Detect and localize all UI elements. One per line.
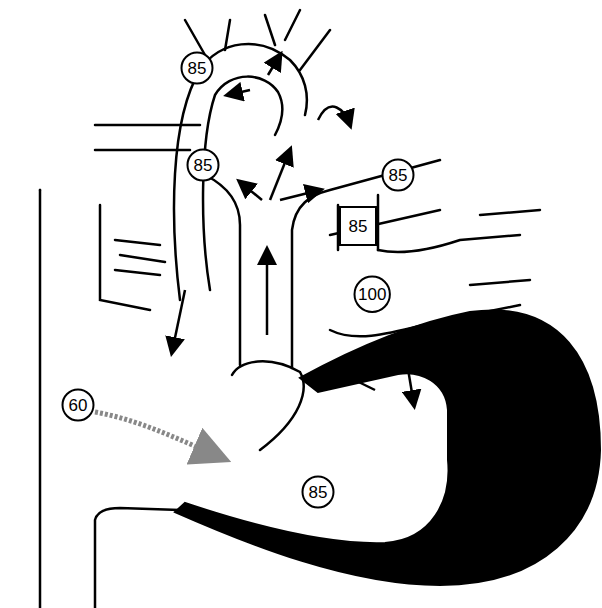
saturation-value: 85 [188,60,207,77]
mixing-arrow [95,412,222,458]
vessel-line [470,210,540,285]
flow-arrow [270,150,290,200]
flow-arrow [280,190,320,200]
flow-arrow [172,290,185,352]
value-circle: 85 [301,475,335,509]
vena-cava-wall [95,508,180,608]
saturation-value: 85 [389,167,408,184]
flow-arrow [240,182,262,200]
vessel-wall [378,235,520,252]
saturation-value: 85 [349,218,368,235]
value-circle: 100 [353,275,391,313]
vessel-wall [205,175,240,365]
flow-arrow [228,90,250,95]
flow-arrow [404,345,414,405]
arch-wall [174,44,307,300]
saturation-value: 85 [309,484,328,501]
vessel-root [232,361,304,450]
vena-cava-wall [39,190,42,608]
flow-arrow [268,55,280,75]
ductus-wall [338,195,378,250]
value-circle: 85 [180,51,214,85]
vessel-wall [330,305,520,336]
saturation-value: 85 [194,157,213,174]
arch-wall [203,77,282,290]
value-circle: 85 [186,148,220,182]
vessel-line [95,125,200,275]
flow-arrow [330,368,375,390]
flow-arrow [318,107,350,125]
value-box: 85 [339,206,377,246]
value-circle: 85 [381,158,415,192]
saturation-value: 60 [69,397,88,414]
flow-arrow [266,250,269,335]
value-circle: 60 [61,388,95,422]
saturation-value: 100 [358,286,386,303]
